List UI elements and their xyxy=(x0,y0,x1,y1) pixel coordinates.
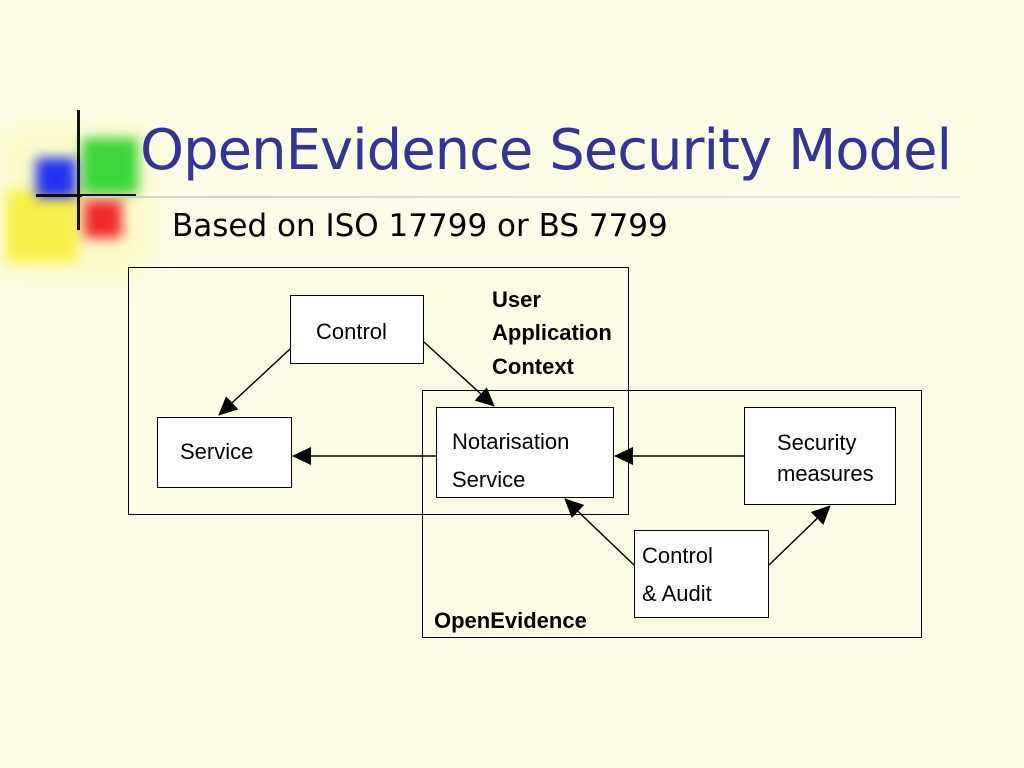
control-audit-label-line1: Control xyxy=(642,543,713,568)
openevidence-container xyxy=(422,390,922,638)
user-context-label-line1: User xyxy=(492,287,541,312)
control-node xyxy=(290,295,424,364)
security-measures-node xyxy=(744,407,896,505)
slide-title: OpenEvidence Security Model xyxy=(140,118,952,183)
security-label-line1: Security xyxy=(777,430,857,455)
title-divider xyxy=(82,196,960,198)
notarisation-label-line1: Notarisation xyxy=(452,429,570,454)
colored-squares-logo-icon xyxy=(0,108,150,278)
service-node xyxy=(157,417,292,488)
openevidence-label: OpenEvidence xyxy=(434,608,587,633)
service-node-label: Service xyxy=(180,439,254,464)
control-audit-label-line2: & Audit xyxy=(642,581,712,606)
security-label-line2: measures xyxy=(777,461,874,486)
control-node-label: Control xyxy=(316,319,387,344)
user-application-context-container xyxy=(128,267,629,515)
user-context-label-line3: Context xyxy=(492,354,574,379)
slide-subtitle: Based on ISO 17799 or BS 7799 xyxy=(172,208,668,244)
notarisation-service-node xyxy=(436,407,614,498)
user-context-label-line2: Application xyxy=(492,320,612,345)
control-audit-node xyxy=(634,530,769,618)
notarisation-label-line2: Service xyxy=(452,467,526,492)
